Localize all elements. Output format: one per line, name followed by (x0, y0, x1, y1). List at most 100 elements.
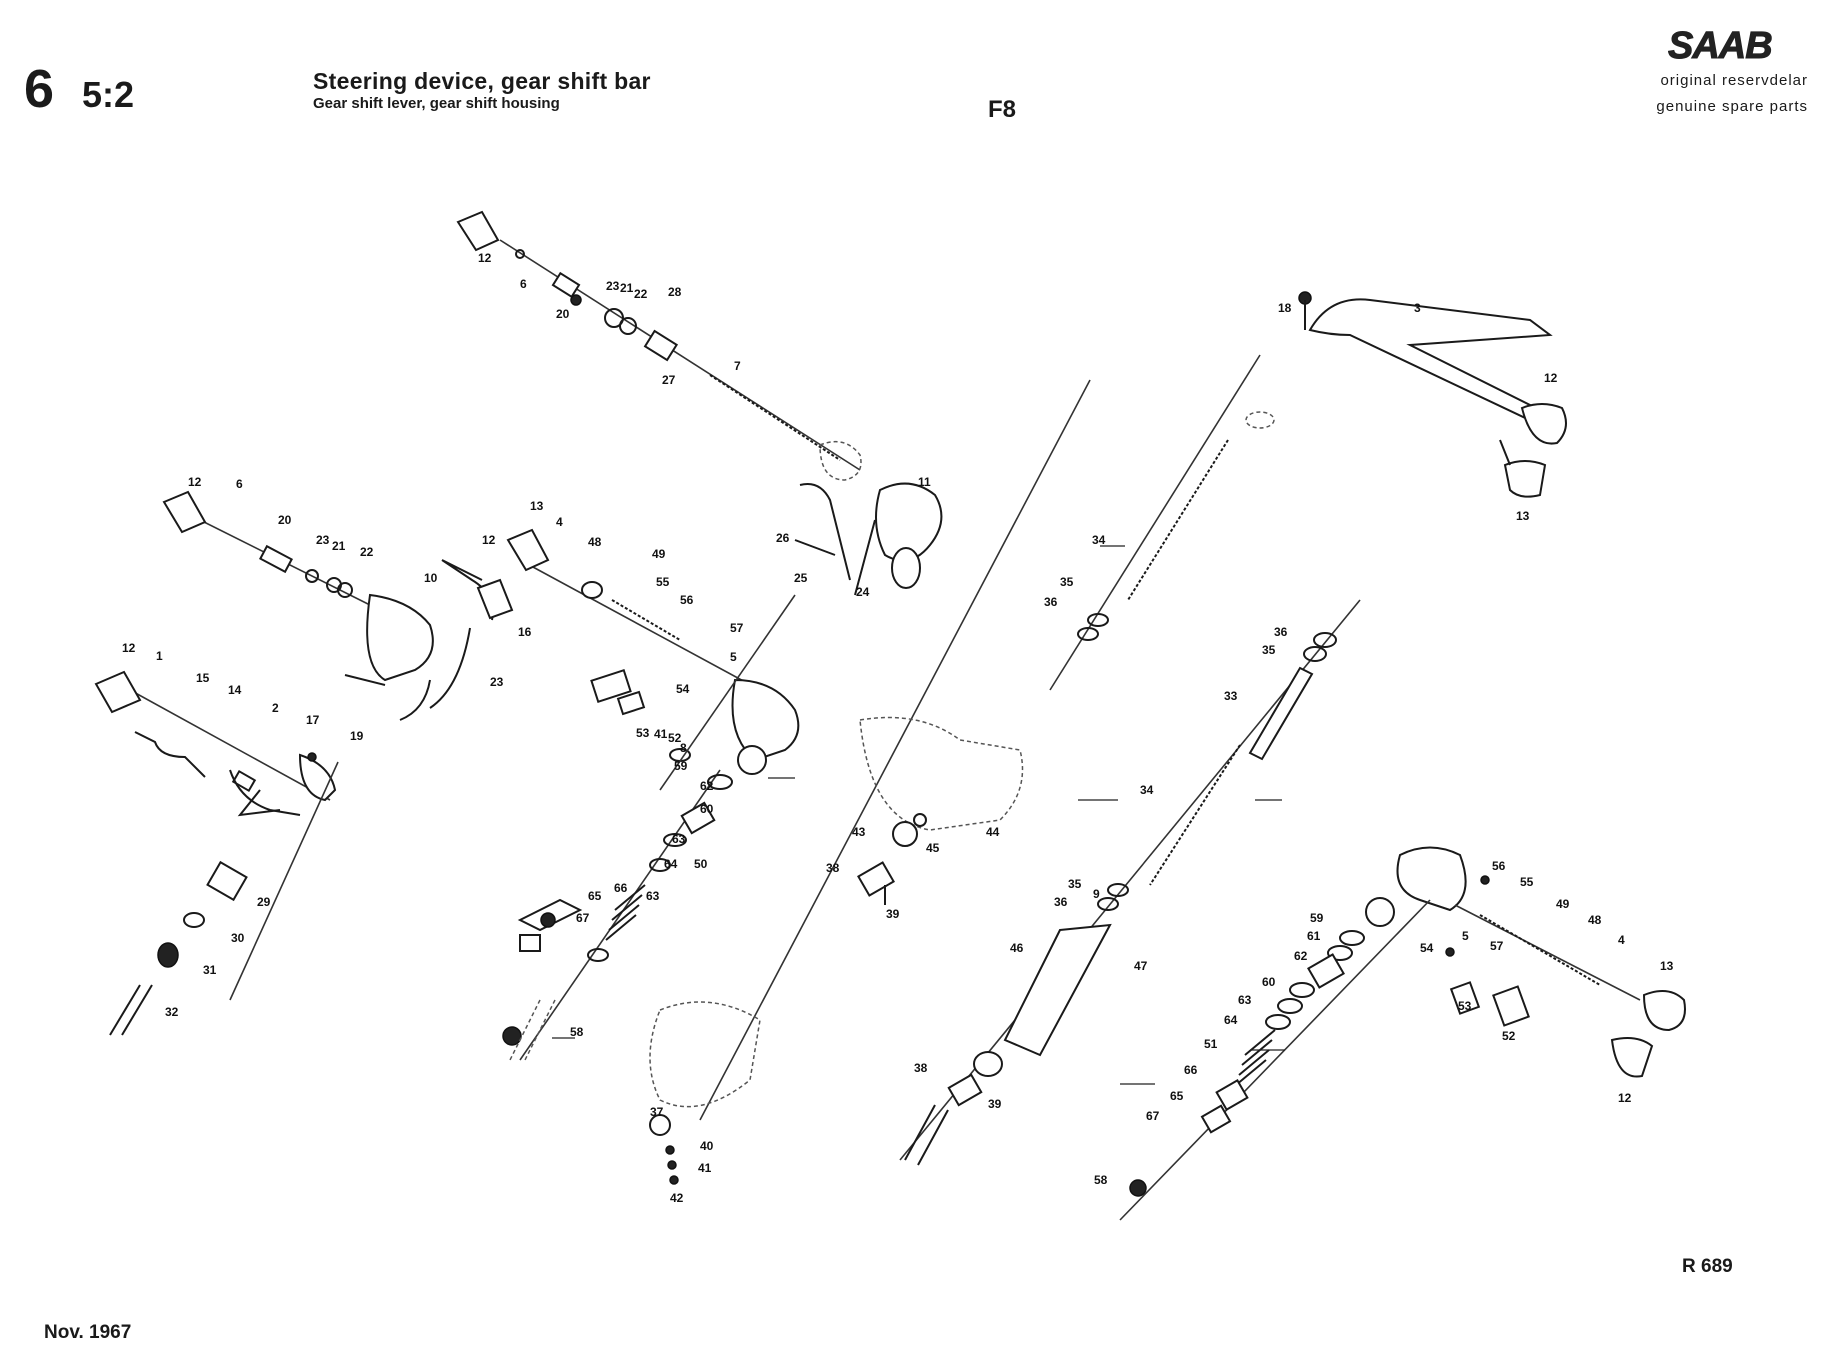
callout-right-lower-housing-56: 56 (1492, 859, 1506, 873)
callout-middle-left-lever-23: 23 (316, 533, 330, 547)
callout-right-lower-housing-67: 67 (1146, 1109, 1160, 1123)
callout-right-column-34: 34 (1140, 783, 1154, 797)
callout-middle-left-lever-22: 22 (360, 545, 374, 559)
callout-right-lower-housing-52: 52 (1502, 1029, 1516, 1043)
callout-upper-left-lever-12: 12 (478, 251, 492, 265)
callout-lower-left-lever-29: 29 (257, 895, 271, 909)
callout-right-lower-housing-13: 13 (1660, 959, 1674, 973)
callout-right-column-36: 36 (1274, 625, 1288, 639)
callout-right-lower-housing-61: 61 (1307, 929, 1321, 943)
callout-right-lower-housing-65: 65 (1170, 1089, 1184, 1103)
callout-center-column-41: 41 (698, 1161, 712, 1175)
callout-right-lower-housing-4: 4 (1618, 933, 1625, 947)
publication-date: Nov. 1967 (44, 1322, 132, 1343)
callout-right-column-33: 33 (1224, 689, 1238, 703)
page-title: Steering device, gear shift bar (313, 68, 651, 94)
knob-icon (1503, 460, 1547, 498)
callout-lower-left-lever-14: 14 (228, 683, 242, 697)
callout-middle-left-lever-19: 19 (350, 729, 364, 743)
callout-center-column-45: 45 (926, 841, 940, 855)
right-lower-housing-assembly (1119, 846, 1686, 1221)
upper-left-lever-assembly (456, 210, 943, 596)
callout-middle-left-lever-10: 10 (424, 571, 438, 585)
figure-code: F8 (988, 96, 1017, 123)
callout-lower-left-lever-32: 32 (165, 1005, 179, 1019)
callout-right-column-39: 39 (988, 1097, 1002, 1111)
callout-right-column-36: 36 (1054, 895, 1068, 909)
callout-center-housing-53: 53 (636, 726, 650, 740)
callout-center-housing-63: 63 (646, 889, 660, 903)
callout-right-column-35: 35 (1262, 643, 1276, 657)
callout-right-upper-lever-12: 12 (1544, 371, 1558, 385)
callout-right-column-46: 46 (1010, 941, 1024, 955)
callout-right-column-35: 35 (1068, 877, 1082, 891)
drawing-reference: R 689 (1682, 1256, 1733, 1277)
knob-icon (456, 210, 500, 252)
callout-center-column-37: 37 (650, 1105, 664, 1119)
svg-text:SAAB: SAAB (1668, 26, 1772, 66)
callout-lower-left-lever-1: 1 (156, 649, 163, 663)
leader-lines (552, 545, 1285, 1085)
callout-center-housing-64: 64 (664, 857, 678, 871)
callout-upper-left-lever-23: 23 (606, 279, 620, 293)
callout-center-column-39: 39 (886, 907, 900, 921)
callout-center-housing-5: 5 (730, 650, 737, 664)
callout-right-lower-housing-51: 51 (1204, 1037, 1218, 1051)
callout-upper-left-lever-24: 24 (856, 585, 870, 599)
brand-tagline-swedish: original reservdelar (1660, 72, 1808, 89)
page-subtitle: Gear shift lever, gear shift housing (313, 95, 560, 112)
callout-center-housing-13: 13 (530, 499, 544, 513)
callout-right-upper-lever-13: 13 (1516, 509, 1530, 523)
callout-right-lower-housing-53: 53 (1458, 999, 1472, 1013)
saab-logo: SAAB (1668, 25, 1808, 75)
callout-upper-left-lever-22: 22 (634, 287, 648, 301)
callout-right-lower-housing-55: 55 (1520, 875, 1534, 889)
callout-right-lower-housing-60: 60 (1262, 975, 1276, 989)
right-upper-lever-assembly (1049, 291, 1567, 691)
callout-right-lower-housing-66: 66 (1184, 1063, 1198, 1077)
callout-middle-left-lever-12: 12 (188, 475, 202, 489)
callout-right-lower-housing-49: 49 (1556, 897, 1570, 911)
callout-upper-left-lever-27: 27 (662, 373, 676, 387)
callout-lower-left-lever-17: 17 (306, 713, 320, 727)
knob-icon (162, 490, 207, 534)
callout-right-lower-housing-48: 48 (1588, 913, 1602, 927)
callout-center-housing-8: 8 (680, 741, 687, 755)
callout-center-housing-57: 57 (730, 621, 744, 635)
callout-center-housing-58: 58 (570, 1025, 584, 1039)
callout-right-upper-lever-34: 34 (1092, 533, 1106, 547)
callout-right-lower-housing-54: 54 (1420, 941, 1434, 955)
callout-lower-left-lever-31: 31 (203, 963, 217, 977)
callout-center-housing-52: 52 (668, 731, 682, 745)
brand-tagline-english: genuine spare parts (1656, 98, 1808, 115)
callout-right-upper-lever-18: 18 (1278, 301, 1292, 315)
knob-icon (476, 578, 514, 620)
section-number: 6 (24, 59, 55, 119)
callout-right-lower-housing-57: 57 (1490, 939, 1504, 953)
callout-center-housing-59: 59 (674, 759, 688, 773)
callout-upper-left-lever-11: 11 (918, 475, 931, 489)
callout-upper-left-lever-6: 6 (520, 277, 527, 291)
callout-center-column-40: 40 (700, 1139, 714, 1153)
callout-center-column-42: 42 (670, 1191, 684, 1205)
knob-icon (94, 670, 142, 714)
callout-center-housing-54: 54 (676, 682, 690, 696)
callout-center-housing-62: 62 (700, 779, 714, 793)
callout-right-lower-housing-58: 58 (1094, 1173, 1108, 1187)
callout-right-column-38: 38 (914, 1061, 928, 1075)
callout-right-column-47: 47 (1134, 959, 1148, 973)
callout-center-housing-48: 48 (588, 535, 602, 549)
callout-center-housing-41: 41 (654, 727, 668, 741)
callout-center-housing-55: 55 (656, 575, 670, 589)
callout-lower-left-lever-12: 12 (122, 641, 136, 655)
callout-right-lower-housing-63: 63 (1238, 993, 1252, 1007)
center-column-assembly (649, 379, 1091, 1185)
knob-icon (1520, 403, 1567, 445)
callout-right-lower-housing-5: 5 (1462, 929, 1469, 943)
lower-left-lever-assembly (94, 670, 339, 1036)
callout-upper-left-lever-26: 26 (776, 531, 790, 545)
callout-middle-left-lever-6: 6 (236, 477, 243, 491)
callout-center-housing-60: 60 (700, 802, 714, 816)
knob-icon (1642, 990, 1686, 1032)
